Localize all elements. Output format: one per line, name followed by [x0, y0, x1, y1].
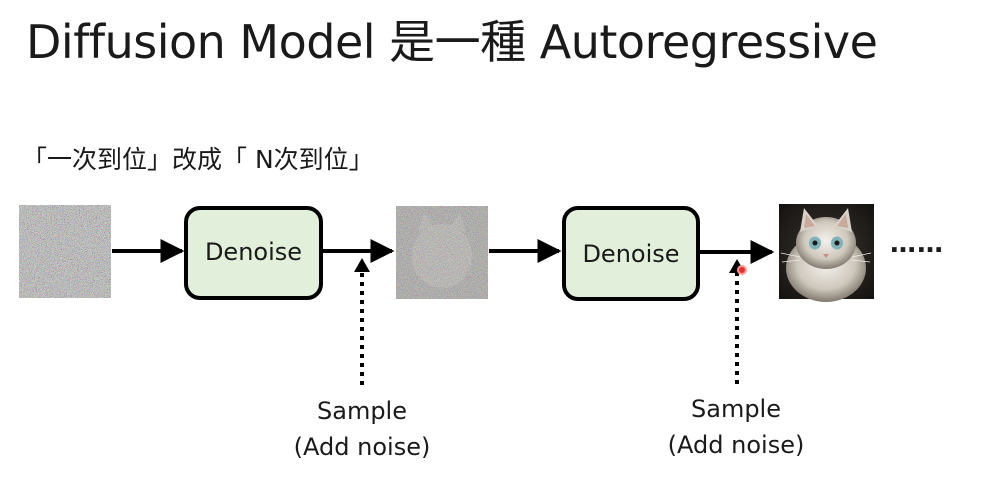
denoise-box-2: Denoise: [562, 206, 700, 301]
slide-subtitle: 「一次到位」改成「 N次到位」: [22, 145, 374, 174]
continuation-ellipsis: ……: [890, 229, 944, 259]
laser-pointer-dot: [737, 265, 747, 275]
sample-label-2: Sample (Add noise): [661, 391, 811, 463]
sample-label-2-line2: (Add noise): [667, 431, 805, 459]
pure-noise-image-icon: [19, 205, 111, 298]
denoise-label-2: Denoise: [582, 240, 679, 268]
cat-image-icon: [779, 204, 874, 302]
sample-label-1-line2: (Add noise): [293, 433, 431, 461]
noisy-cat-image-icon: [396, 206, 488, 299]
denoise-label-1: Denoise: [205, 238, 302, 266]
sample-label-1: Sample (Add noise): [287, 393, 437, 465]
sample-arrow-2: [729, 259, 745, 384]
sample-arrow-1: [354, 258, 370, 385]
sample-label-2-line1: Sample: [691, 395, 781, 423]
slide-title: Diffusion Model 是一種 Autoregressive: [26, 15, 878, 69]
denoise-box-1: Denoise: [184, 206, 323, 300]
sample-label-1-line1: Sample: [317, 397, 407, 425]
